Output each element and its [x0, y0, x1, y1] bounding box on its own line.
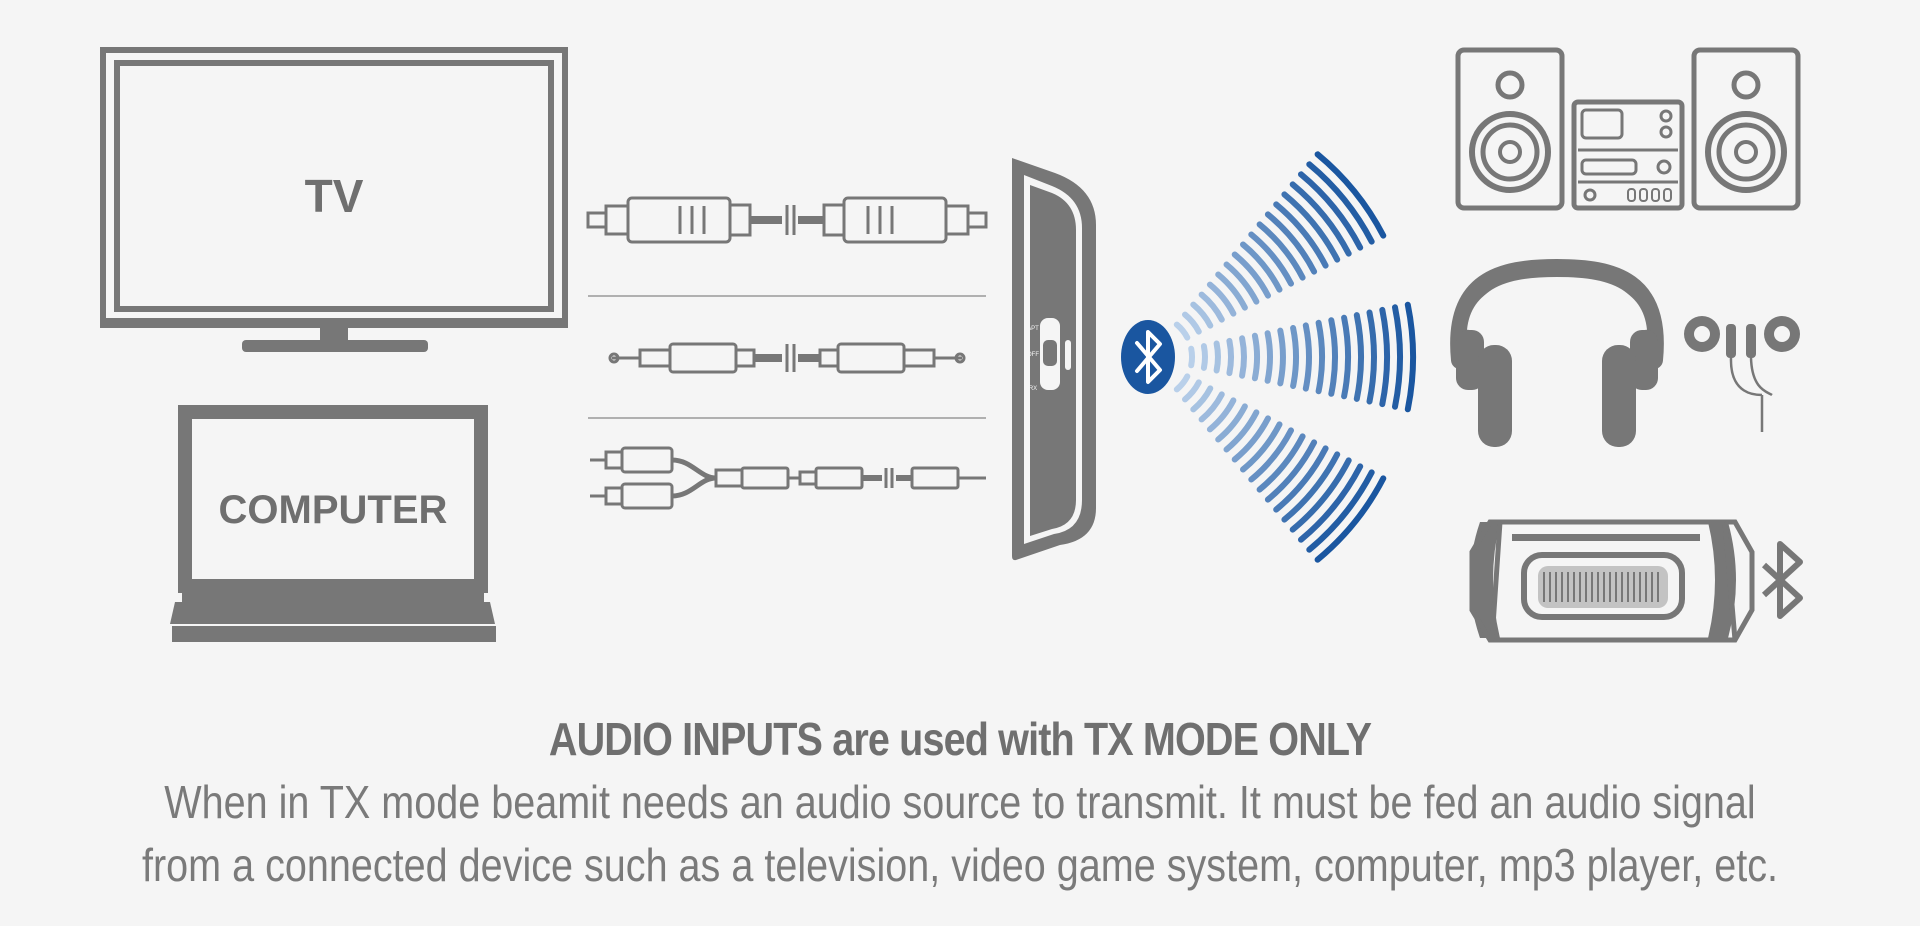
wave-arc — [1182, 311, 1202, 335]
wave-arc — [1264, 211, 1318, 275]
optical-cable-icon — [586, 196, 988, 244]
aux-cable-icon — [608, 342, 966, 374]
wave-arc — [1206, 397, 1237, 433]
wave-arc — [1298, 463, 1364, 543]
speakers-stereo-icon — [1455, 47, 1801, 211]
wave-arc — [1264, 330, 1273, 384]
caption-headline: AUDIO INPUTS are used with TX MODE ONLY — [548, 713, 1372, 765]
rca-cable-icon — [590, 446, 986, 510]
bluetooth-icon — [1121, 320, 1175, 394]
wave-arc — [1213, 340, 1221, 374]
wave-arc — [1182, 379, 1202, 403]
wave-arc — [1314, 151, 1387, 239]
wave-arc — [1223, 409, 1260, 453]
tv-icon: TV — [100, 47, 568, 352]
wave-arc — [1240, 241, 1283, 293]
laptop-icon: COMPUTER — [170, 405, 496, 642]
wave-arc — [1404, 301, 1417, 413]
wave-arc — [1290, 325, 1300, 389]
wave-arc — [1302, 322, 1312, 392]
switch-label-off: OFF — [1027, 352, 1039, 358]
wave-arc — [1281, 191, 1341, 263]
wave-arc — [1173, 321, 1191, 341]
wave-arc — [1248, 427, 1294, 483]
wave-arc — [1200, 343, 1208, 371]
wave-arc — [1328, 317, 1338, 397]
wave-arc — [1273, 201, 1329, 269]
wave-arc — [1231, 415, 1271, 463]
wave-arc — [1314, 475, 1387, 563]
wave-arc — [1289, 181, 1352, 257]
transmitter-icon: APT OFF RX — [1012, 158, 1096, 561]
tv-label: TV — [305, 170, 364, 222]
wave-arc — [1256, 221, 1306, 281]
wave-arc — [1239, 335, 1247, 379]
wave-arc — [1277, 327, 1286, 387]
wave-arc — [1188, 345, 1196, 369]
wave-arc — [1190, 301, 1214, 329]
wave-arc — [1198, 391, 1225, 423]
wave-arc — [1264, 439, 1318, 503]
wave-arc — [1251, 332, 1260, 382]
wave-arc — [1273, 445, 1329, 513]
wave-arc — [1306, 161, 1375, 245]
wave-arc — [1392, 304, 1403, 410]
wave-arc — [1341, 314, 1351, 400]
switch-label-apt: APT — [1027, 326, 1039, 332]
bluetooth-rune-icon — [1761, 541, 1803, 619]
wave-arc — [1289, 457, 1352, 533]
wave-arc — [1215, 271, 1248, 311]
wave-arc — [1223, 261, 1260, 305]
wave-arc — [1379, 306, 1391, 408]
wave-arc — [1226, 337, 1234, 377]
car-stereo-icon — [1469, 519, 1755, 643]
caption-body-line-1: When in TX mode beamit needs an audio so… — [164, 776, 1756, 828]
headphones-icon — [1450, 258, 1664, 447]
wave-arc — [1198, 291, 1225, 323]
wave-arc — [1215, 403, 1248, 443]
wave-arc — [1231, 251, 1271, 299]
computer-label: COMPUTER — [219, 488, 448, 532]
caption-body-line-2: from a connected device such as a televi… — [142, 839, 1778, 891]
wave-arc — [1315, 319, 1325, 395]
wave-arc — [1281, 451, 1341, 523]
switch-label-rx: RX — [1029, 386, 1037, 392]
wave-arc — [1298, 171, 1364, 251]
wave-arc — [1173, 373, 1191, 393]
wave-arc — [1306, 469, 1375, 553]
wave-arc — [1256, 433, 1306, 493]
wave-arc — [1353, 312, 1364, 402]
connection-diagram: TV COMPUTER — [100, 47, 1803, 643]
wave-arc — [1240, 421, 1283, 473]
earbuds-icon — [1684, 316, 1800, 432]
signal-waves — [1173, 151, 1417, 563]
wave-arc — [1366, 309, 1377, 405]
wave-arc — [1248, 231, 1294, 287]
wave-arc — [1206, 281, 1237, 317]
wave-arc — [1190, 385, 1214, 413]
